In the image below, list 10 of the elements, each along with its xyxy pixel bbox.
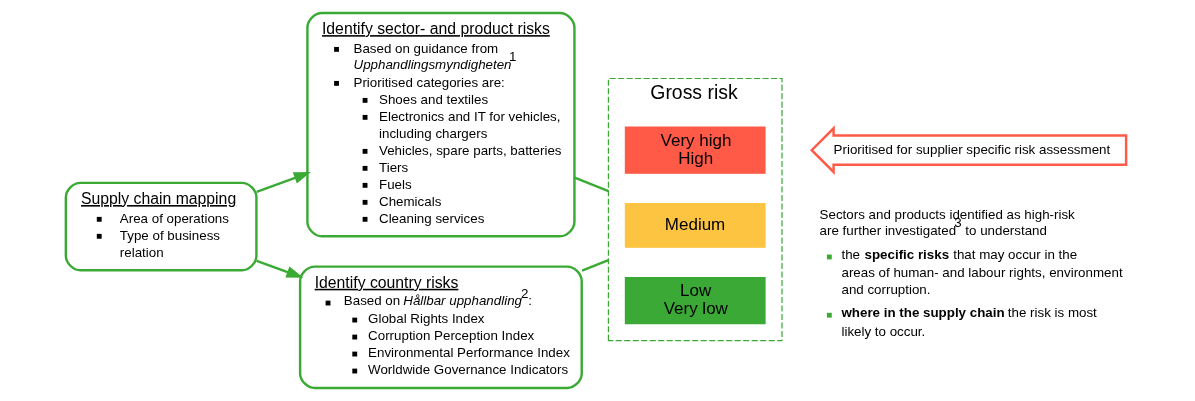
connector — [574, 176, 609, 193]
arrow — [256, 172, 311, 194]
arrow — [256, 259, 304, 278]
node-box: Low Very low — [624, 276, 766, 325]
label: where in the supply chain the risk is most likely to occur. — [841, 305, 1097, 339]
node-box: Supply chain mapping Area of operations Type of business relation — [64, 181, 258, 272]
node-box: Very high High — [624, 126, 766, 174]
label: the specific risks that may occur in the areas of human- and labour rights, environment and corruption. — [841, 247, 1123, 298]
node-box: Medium — [624, 202, 766, 248]
connector — [581, 258, 609, 272]
